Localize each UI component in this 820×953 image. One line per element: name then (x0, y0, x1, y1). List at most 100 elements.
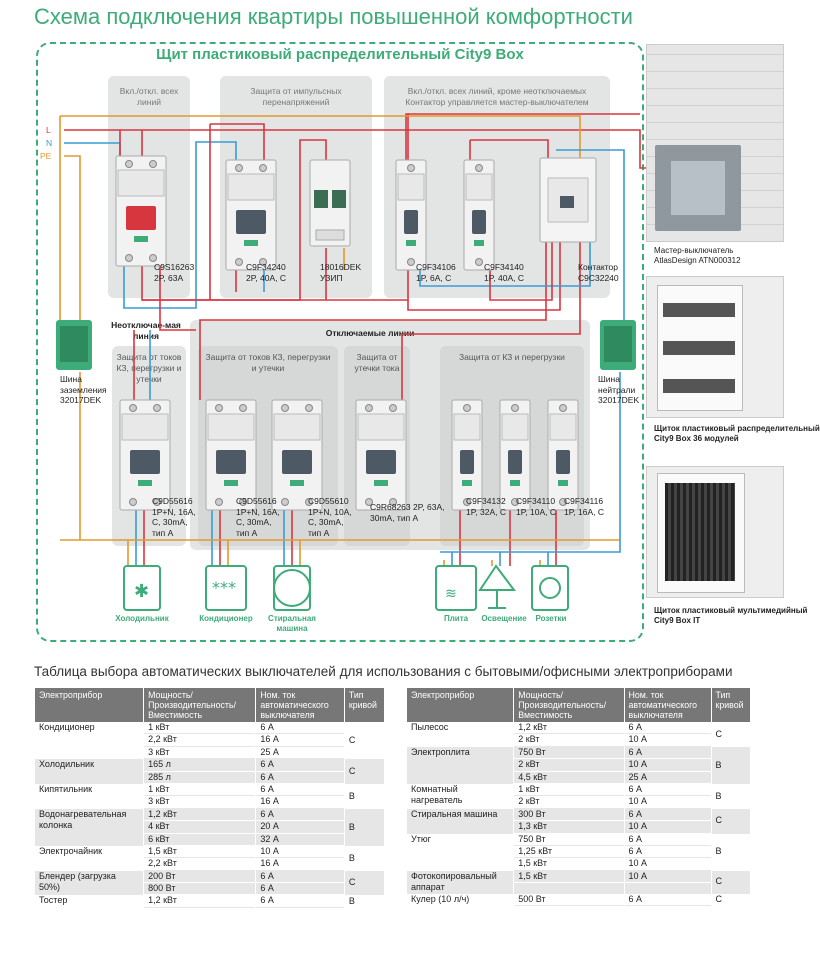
cell-current: 6 А (624, 894, 711, 906)
cell-appliance: Электрочайник (33, 845, 144, 871)
device-label-contactor: Контактор C9C32240 (578, 262, 619, 283)
cell-power: 1,5 кВт (144, 846, 256, 859)
table-title: Таблица выбора автоматических выключател… (34, 664, 733, 679)
cell-power: 2,2 кВт (144, 858, 256, 871)
cell-current: 10 А (624, 871, 711, 884)
col-header-power: Мощность/ Производительность/ Вместимост… (513, 688, 625, 722)
cell-power: 1 кВт (144, 722, 256, 735)
cell-current: 6 А (624, 747, 711, 760)
cell-appliance: Утюг (405, 833, 514, 871)
cell-power: 1,2 кВт (144, 809, 256, 822)
box36-image (646, 276, 784, 418)
device-label-main-switch: C9S16263 2P, 63A (154, 262, 195, 283)
cell-power: 6 кВт (144, 834, 256, 846)
cell-current: 16 А (256, 858, 344, 871)
breaker-table-right: Электроприбор Мощность/ Производительнос… (405, 688, 750, 906)
cell-current: 6 А (256, 759, 344, 772)
cell-curve: C (710, 870, 750, 894)
cell-power: 4,5 кВт (514, 772, 624, 784)
panel-title: Щит пластиковый распределительный City9 … (156, 46, 524, 63)
cell-power: 1,2 кВт (514, 722, 624, 735)
box-it-caption: Щиток пластиковый мультимедийный City9 B… (654, 606, 808, 625)
appliance-fridge: Холодильник (115, 614, 169, 623)
cell-curve: B (343, 895, 384, 908)
cell-appliance: Тостер (33, 895, 144, 908)
cell-curve: B (710, 833, 750, 871)
cell-appliance: Кипятильник (33, 783, 144, 809)
cell-current: 6 А (256, 784, 344, 797)
cell-current: 6 А (624, 784, 711, 797)
device-label-surge-arrester: 18016DEK УЗИП (320, 262, 362, 283)
cell-appliance: Кондиционер (33, 722, 144, 760)
cell-current: 20 А (256, 821, 344, 834)
cell-power: 1 кВт (514, 784, 624, 797)
col-header-power: Мощность/ Производительность/ Вместимост… (143, 688, 256, 722)
cell-power: 285 л (144, 772, 256, 784)
wire-label-pe: PE (40, 151, 52, 161)
cell-current: 10 А (256, 846, 344, 859)
cell-current: 16 А (256, 734, 344, 747)
cell-power: 300 Вт (514, 809, 624, 822)
col-header-curve: Тип кривой (710, 688, 750, 722)
cell-appliance: Холодильник (33, 759, 144, 784)
cell-power: 3 кВт (144, 796, 256, 809)
cell-curve: C (710, 893, 750, 906)
group-label-surge: Защита от импульсных перенапряжений (250, 86, 342, 107)
device-label-mcb-40a-2: C9F34140 1P, 40A, C (484, 262, 525, 283)
cell-power: 165 л (144, 759, 256, 772)
cell-appliance: Водонагревательная колонка (33, 808, 144, 846)
cell-curve: B (710, 783, 750, 809)
col-header-appliance: Электроприбор (405, 688, 514, 722)
col-header-appliance: Электроприбор (33, 688, 144, 722)
cell-current: 6 А (256, 871, 344, 884)
cell-current: 6 А (624, 809, 711, 822)
cell-appliance: Блендер (загрузка 50%) (33, 870, 144, 896)
cell-current: 25 А (256, 747, 344, 760)
cell-appliance: Пылесос (405, 722, 514, 747)
col-header-current: Ном. ток автоматического выключателя (255, 688, 345, 722)
group-label-nonswitch: Неотключае-мая линия (110, 320, 182, 341)
device-label-rcbo-2: C9D55616 1P+N, 16A, C, 30mA, тип A (236, 496, 280, 538)
cell-appliance: Комнатный нагреватель (405, 783, 514, 809)
cell-power: 1,2 кВт (144, 895, 256, 908)
cell-current: 6 А (256, 722, 344, 735)
cell-power: 750 Вт (514, 747, 624, 760)
cell-power: 200 Вт (144, 871, 256, 884)
cell-current: 32 А (256, 834, 344, 846)
cell-power: 2 кВт (514, 734, 624, 747)
cell-current: 6 А (624, 834, 711, 846)
breaker-table-left: Электроприбор Мощность/ Производительнос… (33, 688, 384, 908)
cell-current: 10 А (624, 821, 711, 834)
appliance-washer: Стиральная машина (268, 614, 316, 633)
cell-power: 1,3 кВт (514, 821, 624, 834)
cell-appliance: Фотокопировальный аппарат (405, 870, 514, 894)
group-label-contactor: Вкл./откл. всех линий, кроме неотключаем… (405, 86, 589, 107)
cell-power: 2,2 кВт (144, 734, 256, 747)
device-label-mcb-10a: C9F34110 1P, 10A, C (516, 496, 557, 517)
device-label-mcb-16a: C9F34116 1P, 16A, C (564, 496, 605, 517)
cell-power: 800 Вт (144, 883, 256, 896)
appliance-sockets: Розетки (535, 614, 567, 623)
cell-power: 2 кВт (514, 796, 624, 809)
device-label-rcbo-3: C9D55610 1P+N, 10A, C, 30mA, тип A (308, 496, 352, 538)
cell-curve: B (710, 746, 750, 784)
cell-current: 10 А (624, 796, 711, 809)
cell-curve: C (343, 870, 384, 896)
ac-icon: *** (212, 578, 236, 597)
device-label-mcb-40a: C9F34240 2P, 40A, C (246, 262, 287, 283)
cell-power: 1,25 кВт (514, 846, 624, 859)
neutral-bus-label: Шина нейтрали 32017DEK (598, 374, 640, 405)
cell-curve: C (343, 759, 384, 784)
